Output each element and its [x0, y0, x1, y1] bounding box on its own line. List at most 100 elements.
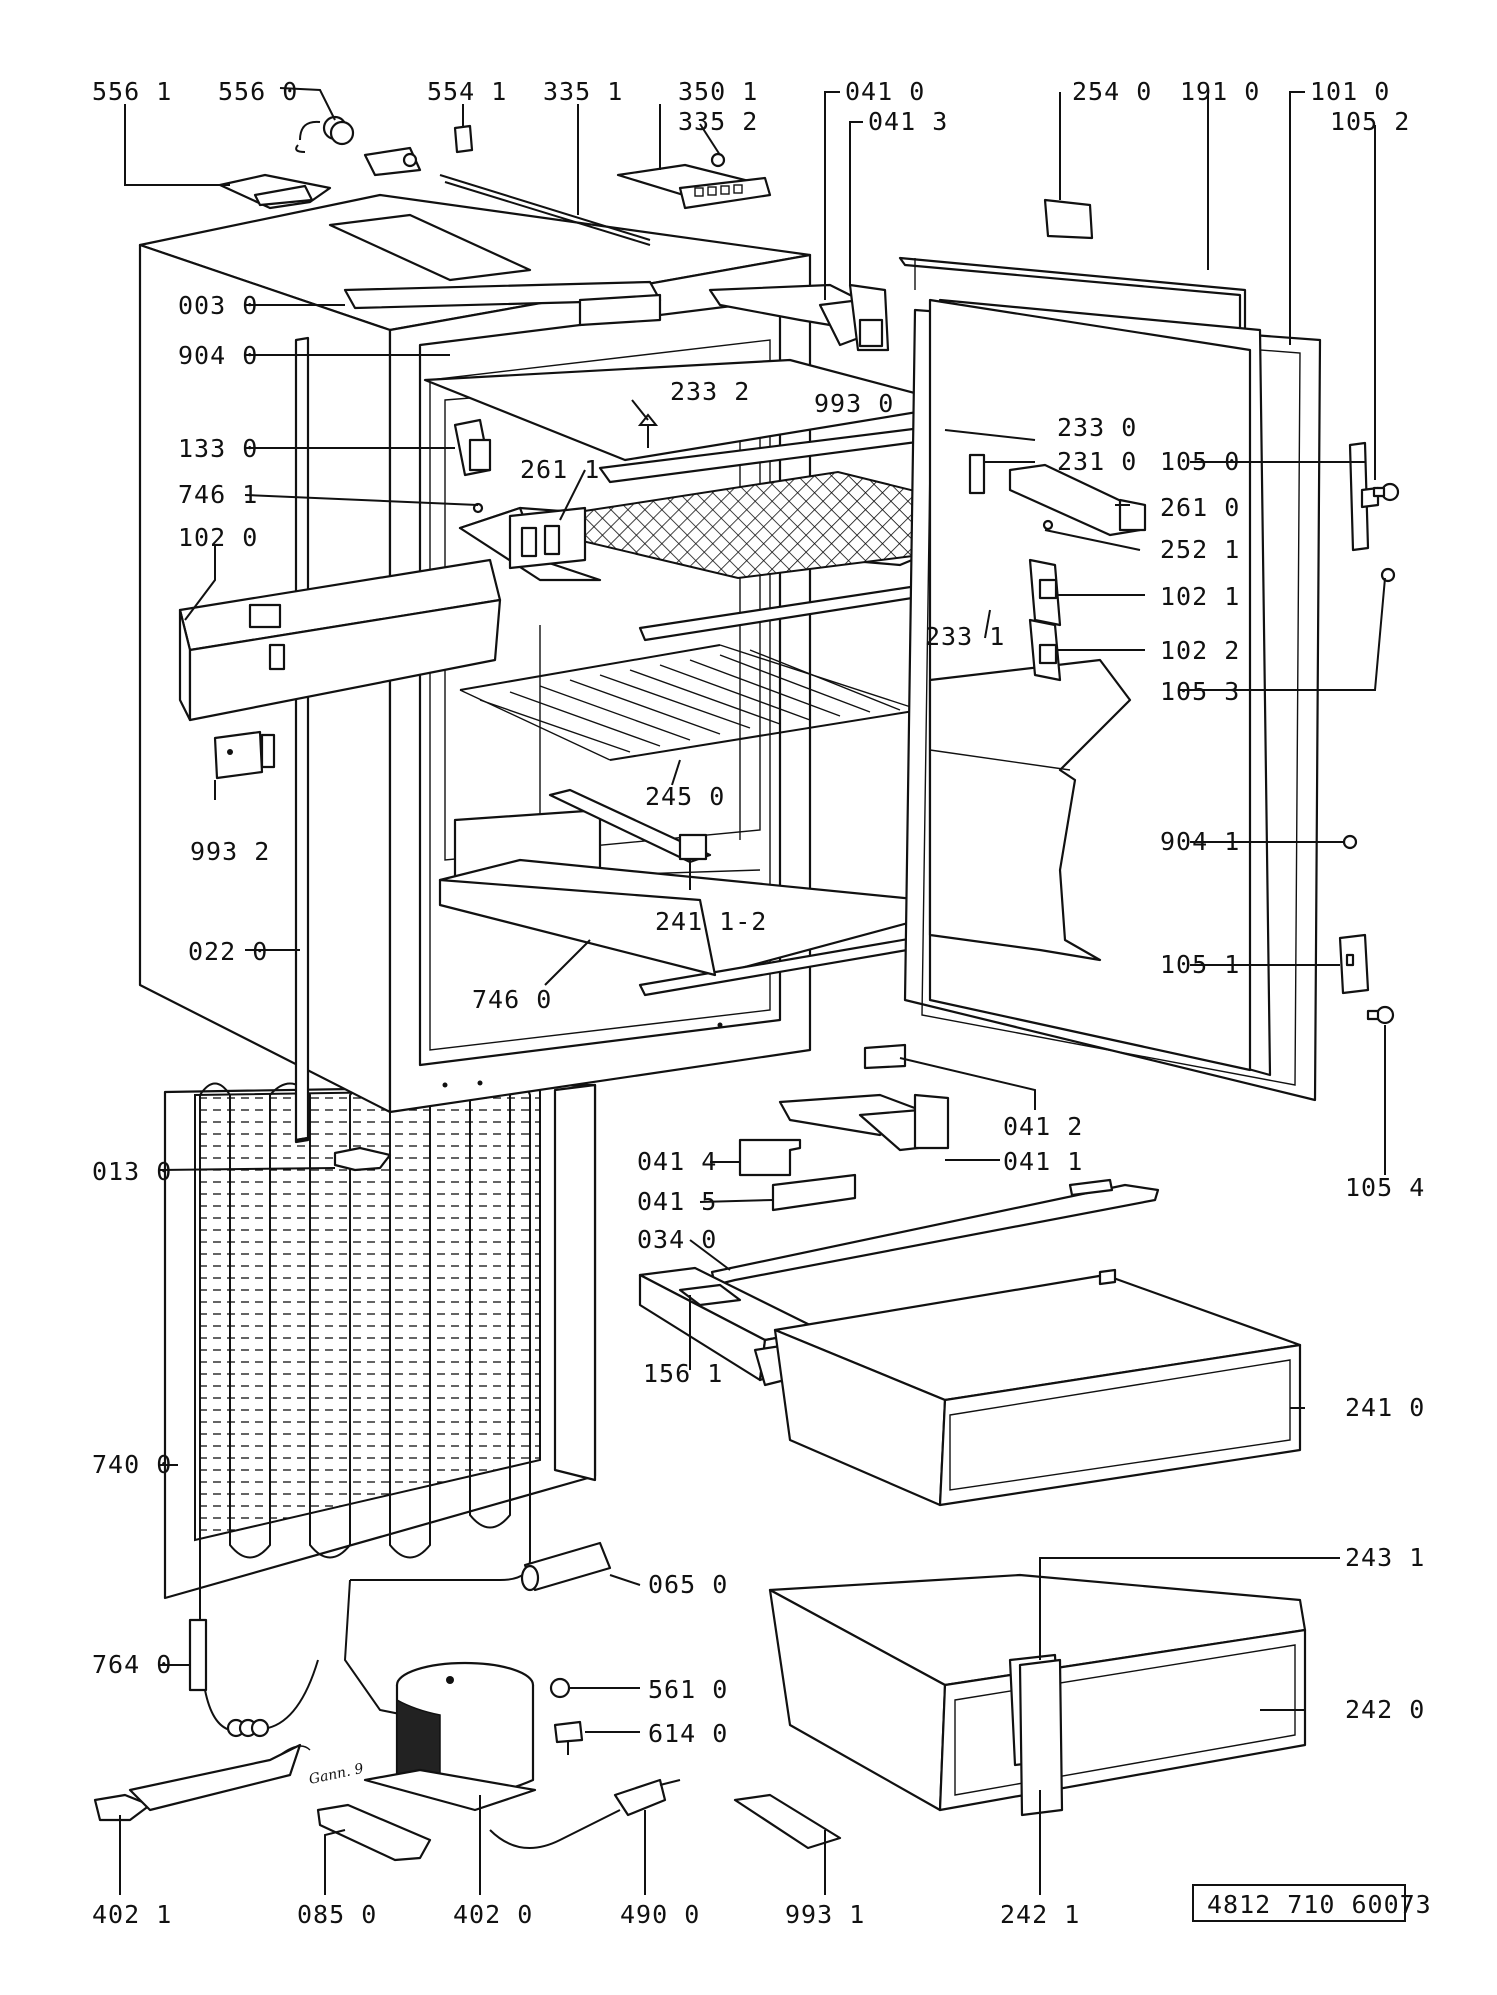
part-105-3-screw [1380, 567, 1396, 583]
part-556-1-cover [218, 173, 332, 210]
label-102-1: 102 1 [1160, 582, 1240, 611]
part-252-1-screw [1042, 519, 1054, 531]
label-764-0: 764 0 [92, 1650, 172, 1679]
label-350-1: 350 1 [678, 77, 758, 106]
label-261-0: 261 0 [1160, 493, 1240, 522]
part-993-1-scraper [733, 1793, 842, 1850]
document-number-box: 4812 710 60073 [1192, 1884, 1432, 1922]
label-245-0: 245 0 [645, 782, 725, 811]
part-904-1-plug [1342, 834, 1358, 850]
label-133-0: 133 0 [178, 434, 258, 463]
part-065-0-tube [520, 1541, 612, 1592]
label-242-1: 242 1 [1000, 1900, 1080, 1929]
part-041-4-hinge-pin [738, 1138, 802, 1177]
part-105-1-plate [1338, 933, 1370, 995]
label-241-0: 241 0 [1345, 1393, 1425, 1422]
part-254-0-handle [1043, 198, 1094, 240]
label-746-1: 746 1 [178, 480, 258, 509]
label-041-2: 041 2 [1003, 1112, 1083, 1141]
label-105-0: 105 0 [1160, 447, 1240, 476]
label-105-4: 105 4 [1345, 1173, 1425, 1202]
label-233-2: 233 2 [670, 377, 750, 406]
part-105-0-bracket [1348, 441, 1380, 552]
label-335-2: 335 2 [678, 107, 758, 136]
label-156-1: 156 1 [643, 1359, 723, 1388]
label-904-1: 904 1 [1160, 827, 1240, 856]
part-335-2-screw [710, 152, 726, 168]
label-105-1: 105 1 [1160, 950, 1240, 979]
part-number-labels: 556 1 556 0 554 1 335 1 350 1 335 2 041 … [92, 77, 1425, 1929]
part-245-0-wire-shelf [459, 644, 921, 761]
label-746-0: 746 0 [472, 985, 552, 1014]
label-402-0: 402 0 [453, 1900, 533, 1929]
label-904-0: 904 0 [178, 341, 258, 370]
part-102-2-hinge-block [1028, 618, 1062, 682]
part-105-4-knob [1366, 1005, 1395, 1025]
label-233-0: 233 0 [1057, 413, 1137, 442]
label-041-1: 041 1 [1003, 1147, 1083, 1176]
label-191-0: 191 0 [1180, 77, 1260, 106]
part-335-1-rod [439, 174, 651, 246]
part-402-1-base-plate [93, 1743, 311, 1822]
label-003-0: 003 0 [178, 291, 258, 320]
label-556-1: 556 1 [92, 77, 172, 106]
part-261-0-bracket [1008, 463, 1147, 537]
handwritten-note: Gann. 9 [308, 1761, 366, 1788]
door-101-0 [898, 256, 1322, 1102]
label-102-0: 102 0 [178, 523, 258, 552]
part-242-1-divider [1018, 1658, 1064, 1817]
label-740-0: 740 0 [92, 1450, 172, 1479]
condenser-740-0 [163, 1082, 597, 1721]
label-041-0: 041 0 [845, 77, 925, 106]
label-041-5: 041 5 [637, 1187, 717, 1216]
label-335-1: 335 1 [543, 77, 623, 106]
part-041-2-cover [863, 1043, 907, 1070]
label-242-0: 242 0 [1345, 1695, 1425, 1724]
label-013-0: 013 0 [92, 1157, 172, 1186]
part-556-0-lamp [295, 115, 422, 177]
part-041-1-bottom-hinge [778, 1093, 950, 1152]
label-041-4: 041 4 [637, 1147, 717, 1176]
label-085-0: 085 0 [297, 1900, 377, 1929]
label-034-0: 034 0 [637, 1225, 717, 1254]
leader-lines [119, 87, 1386, 1895]
part-614-0-capacitor [553, 1720, 584, 1755]
label-614-0: 614 0 [648, 1719, 728, 1748]
part-402-0-compressor [363, 1661, 537, 1812]
label-231-0: 231 0 [1057, 447, 1137, 476]
label-101-0: 101 0 [1310, 77, 1390, 106]
label-241-1-2: 241 1-2 [655, 907, 767, 936]
label-261-1: 261 1 [520, 455, 600, 484]
label-993-1: 993 1 [785, 1900, 865, 1929]
label-993-2: 993 2 [190, 837, 270, 866]
part-490-0-power-cord [489, 1778, 681, 1849]
part-041-0-hinge [708, 283, 890, 352]
label-402-1: 402 1 [92, 1900, 172, 1929]
part-085-0-foot [316, 1803, 432, 1862]
label-041-3: 041 3 [868, 107, 948, 136]
part-233-2-screw [637, 413, 659, 448]
part-231-0-clip [968, 453, 986, 495]
label-490-0: 490 0 [620, 1900, 700, 1929]
part-764-0-capillary [188, 1618, 319, 1738]
part-561-0-relay [549, 1677, 571, 1699]
label-105-2: 105 2 [1330, 107, 1410, 136]
part-041-5-plate [771, 1173, 857, 1212]
part-022-0-strip [294, 336, 310, 1144]
part-105-2-knob [1372, 482, 1400, 502]
document-number: 4812 710 60073 [1207, 1890, 1432, 1919]
part-554-1-clip [453, 124, 474, 154]
label-105-3: 105 3 [1160, 677, 1240, 706]
part-241-0-crisper [773, 1268, 1302, 1507]
part-241-1-2-runner [548, 788, 712, 864]
part-993-2-thermostat [213, 730, 276, 780]
label-243-1: 243 1 [1345, 1543, 1425, 1572]
label-993-0: 993 0 [814, 389, 894, 418]
label-561-0: 561 0 [648, 1675, 728, 1704]
label-102-2: 102 2 [1160, 636, 1240, 665]
label-022-0: 022 0 [188, 937, 268, 966]
label-554-1: 554 1 [427, 77, 507, 106]
part-133-0-bracket [453, 418, 492, 477]
part-102-1-hinge-block [1028, 558, 1062, 627]
